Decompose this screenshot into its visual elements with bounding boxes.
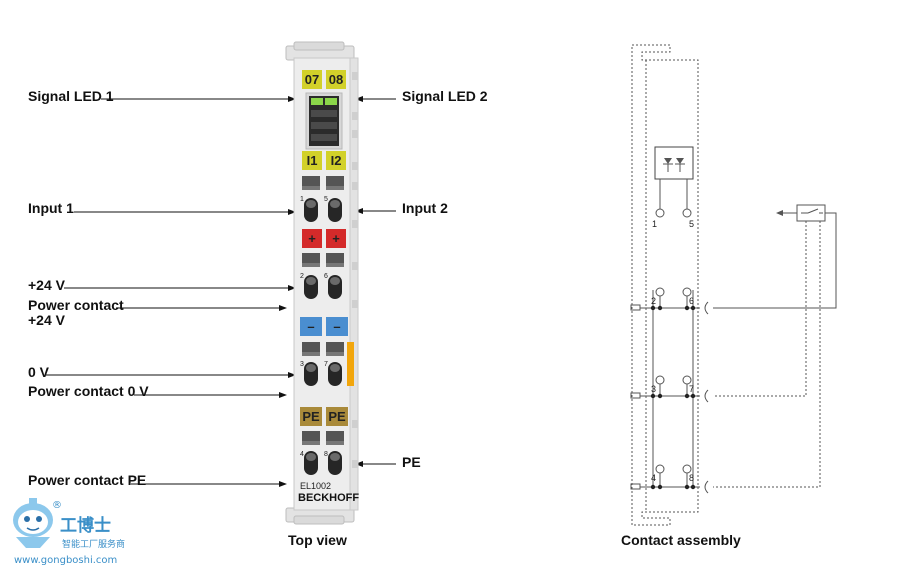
label-signal-led-1: Signal LED 1 <box>28 88 114 104</box>
tab-label-08: 08 <box>329 72 343 87</box>
caption-top-view: Top view <box>288 532 347 548</box>
tab-label-pe: PE <box>302 409 320 424</box>
contact-pin-label: 7 <box>689 384 694 394</box>
tab-output-8 <box>326 70 346 89</box>
tab-plus-a <box>302 229 322 248</box>
contact-pin-label: 8 <box>689 473 694 483</box>
pin-label: 7 <box>324 361 328 368</box>
terminal-row-2 <box>302 253 344 299</box>
tab-pe-a <box>300 407 322 426</box>
contact-pin-label: 5 <box>689 219 694 229</box>
contact-pin-label: 1 <box>652 219 657 229</box>
led-slot <box>311 110 337 117</box>
tab-label-pe: PE <box>328 409 346 424</box>
contact-pin-label: 2 <box>651 296 656 306</box>
tab-minus-a <box>300 317 322 336</box>
tab-label-plus: + <box>308 231 316 246</box>
label-plus-24v: +24 V <box>28 277 66 293</box>
caption-contact-assembly: Contact assembly <box>621 532 741 548</box>
tab-plus-b <box>326 229 346 248</box>
junction-dots <box>650 305 696 490</box>
contact-pin-label: 4 <box>651 473 656 483</box>
tab-pe-b <box>326 407 348 426</box>
tab-input-1 <box>302 151 322 170</box>
pin-label: 2 <box>300 273 304 280</box>
pin-label: 6 <box>324 273 328 280</box>
tab-input-2 <box>326 151 346 170</box>
terminal-row-4 <box>302 431 344 475</box>
label-0v: 0 V <box>28 364 50 380</box>
led-slot <box>311 134 337 141</box>
watermark-subtitle: 智能工厂服务商 <box>62 538 125 550</box>
led-2-green <box>325 98 337 105</box>
external-switch <box>713 204 837 488</box>
pin-label: 1 <box>300 196 304 203</box>
tab-label-07: 07 <box>305 72 319 87</box>
tab-minus-b <box>326 317 348 336</box>
contact-assembly <box>630 44 709 526</box>
tab-label-i1: I1 <box>307 153 318 168</box>
tab-output-7 <box>302 70 322 89</box>
label-power-contact-pe: Power contact PE <box>28 472 146 488</box>
tab-label-i2: I2 <box>331 153 342 168</box>
terminal-row-3 <box>302 342 344 386</box>
watermark-url: www.gongboshi.com <box>14 555 117 566</box>
registered-mark: ® <box>52 500 62 511</box>
contact-pin-label: 6 <box>689 296 694 306</box>
label-input-1: Input 1 <box>28 200 74 216</box>
right-callouts: Signal LED 2 Input 2 PE <box>355 88 488 470</box>
label-power-contact-24v-value: +24 V <box>28 312 66 328</box>
watermark-logo: ® 工博士 智能工厂服务商 www.gongboshi.com <box>13 498 125 566</box>
led-1-green <box>311 98 323 105</box>
tab-label-minus: – <box>307 319 314 334</box>
left-callouts: Signal LED 1 Input 1 +24 V Power contact… <box>28 88 296 488</box>
tab-label-minus: – <box>333 319 340 334</box>
led-slot <box>311 122 337 129</box>
pin-label: 5 <box>324 196 328 203</box>
label-signal-led-2: Signal LED 2 <box>402 88 488 104</box>
terminal-top-view: 07 08 I1 I2 1 5 + + <box>285 41 359 525</box>
tab-label-plus: + <box>332 231 340 246</box>
pin-label: 4 <box>300 451 304 458</box>
pin-label: 3 <box>300 361 304 368</box>
label-power-contact-24v: Power contact <box>28 297 124 313</box>
model-number: EL1002 <box>300 481 331 491</box>
release-latch[interactable] <box>347 342 354 386</box>
label-pe: PE <box>402 454 421 470</box>
label-input-2: Input 2 <box>402 200 448 216</box>
contact-pin-label: 3 <box>651 384 656 394</box>
watermark-title: 工博士 <box>60 515 111 536</box>
pin-label: 8 <box>324 451 328 458</box>
brand-logo: BECKHOFF <box>298 492 359 504</box>
label-power-contact-0v: Power contact 0 V <box>28 383 149 399</box>
terminal-row-1 <box>302 176 344 222</box>
